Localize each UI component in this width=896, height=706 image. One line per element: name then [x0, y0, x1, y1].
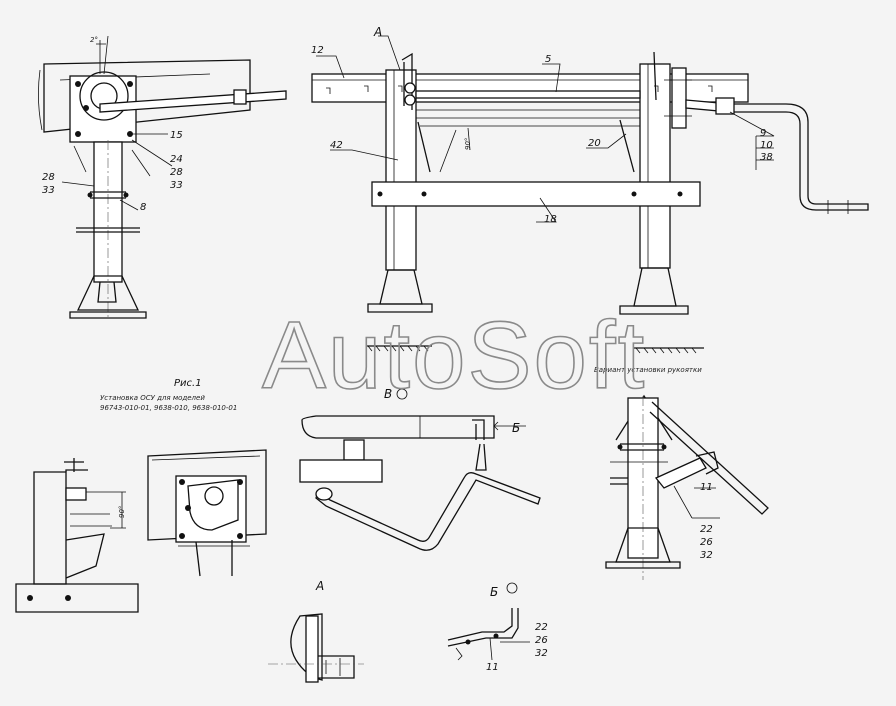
callout-32-a: 32	[700, 550, 713, 561]
callout-20: 20	[588, 138, 601, 149]
callout-33-b: 33	[42, 185, 55, 196]
callout-9: 9	[760, 128, 766, 139]
figure-note-line1: Установка ОСУ для моделей	[100, 394, 205, 402]
callout-26-a: 26	[700, 537, 713, 548]
detail-plate-view	[147, 449, 267, 577]
callout-24: 24	[170, 154, 183, 165]
callout-33-a: 33	[170, 180, 183, 191]
callout-11-b: 11	[486, 662, 499, 673]
callout-12: 12	[311, 45, 324, 56]
view-b-detail	[447, 608, 530, 661]
front-view-main	[311, 35, 869, 315]
callout-28-a: 28	[170, 167, 183, 178]
view-b-label: Б	[490, 585, 498, 599]
figure-note-line2: 96743-010-01, 9638-010, 9638-010-01	[100, 404, 237, 412]
callout-42: 42	[330, 140, 343, 151]
view-a-label: A	[315, 579, 324, 593]
callout-11-a: 11	[700, 482, 713, 493]
ground-lines	[366, 345, 704, 594]
callout-5: 5	[545, 54, 551, 65]
callout-32-b: 32	[535, 648, 548, 659]
watermark-text: AutoSoft	[262, 302, 646, 409]
side-view-right-middle	[605, 394, 769, 580]
angle-top-dimension: 2°	[90, 36, 98, 44]
callout-8: 8	[140, 202, 146, 213]
view-b-arrow-label: Б	[512, 421, 520, 435]
callout-22-b: 22	[535, 622, 548, 633]
view-v-handle	[299, 415, 541, 551]
angle-main-dimension: 90°	[464, 138, 472, 150]
view-a-top-label: A	[373, 25, 382, 39]
view-labels: A A Б Б В	[315, 25, 520, 599]
view-a-detail	[268, 613, 364, 683]
handle-variant-label: Вариант установки рукоятки	[594, 366, 702, 374]
callout-15: 15	[170, 130, 183, 141]
detail-left-section: 90°	[15, 458, 139, 613]
callout-18: 18	[544, 214, 557, 225]
callout-28-b: 28	[42, 172, 55, 183]
callout-38: 38	[760, 152, 773, 163]
callout-22-a: 22	[700, 524, 713, 535]
callout-labels: 12 5 42 20 18 9 10 38 15 24 28 33 28 33 …	[42, 45, 773, 673]
view-v-label: В	[384, 387, 392, 401]
side-view-top-left: 2°	[38, 35, 287, 320]
callout-26-b: 26	[535, 635, 548, 646]
figure-number: Рис.1	[174, 378, 202, 389]
callout-10: 10	[760, 140, 773, 151]
angle-left-dimension: 90°	[118, 506, 126, 518]
figure-caption: Рис.1 Установка ОСУ для моделей 96743-01…	[100, 366, 702, 412]
